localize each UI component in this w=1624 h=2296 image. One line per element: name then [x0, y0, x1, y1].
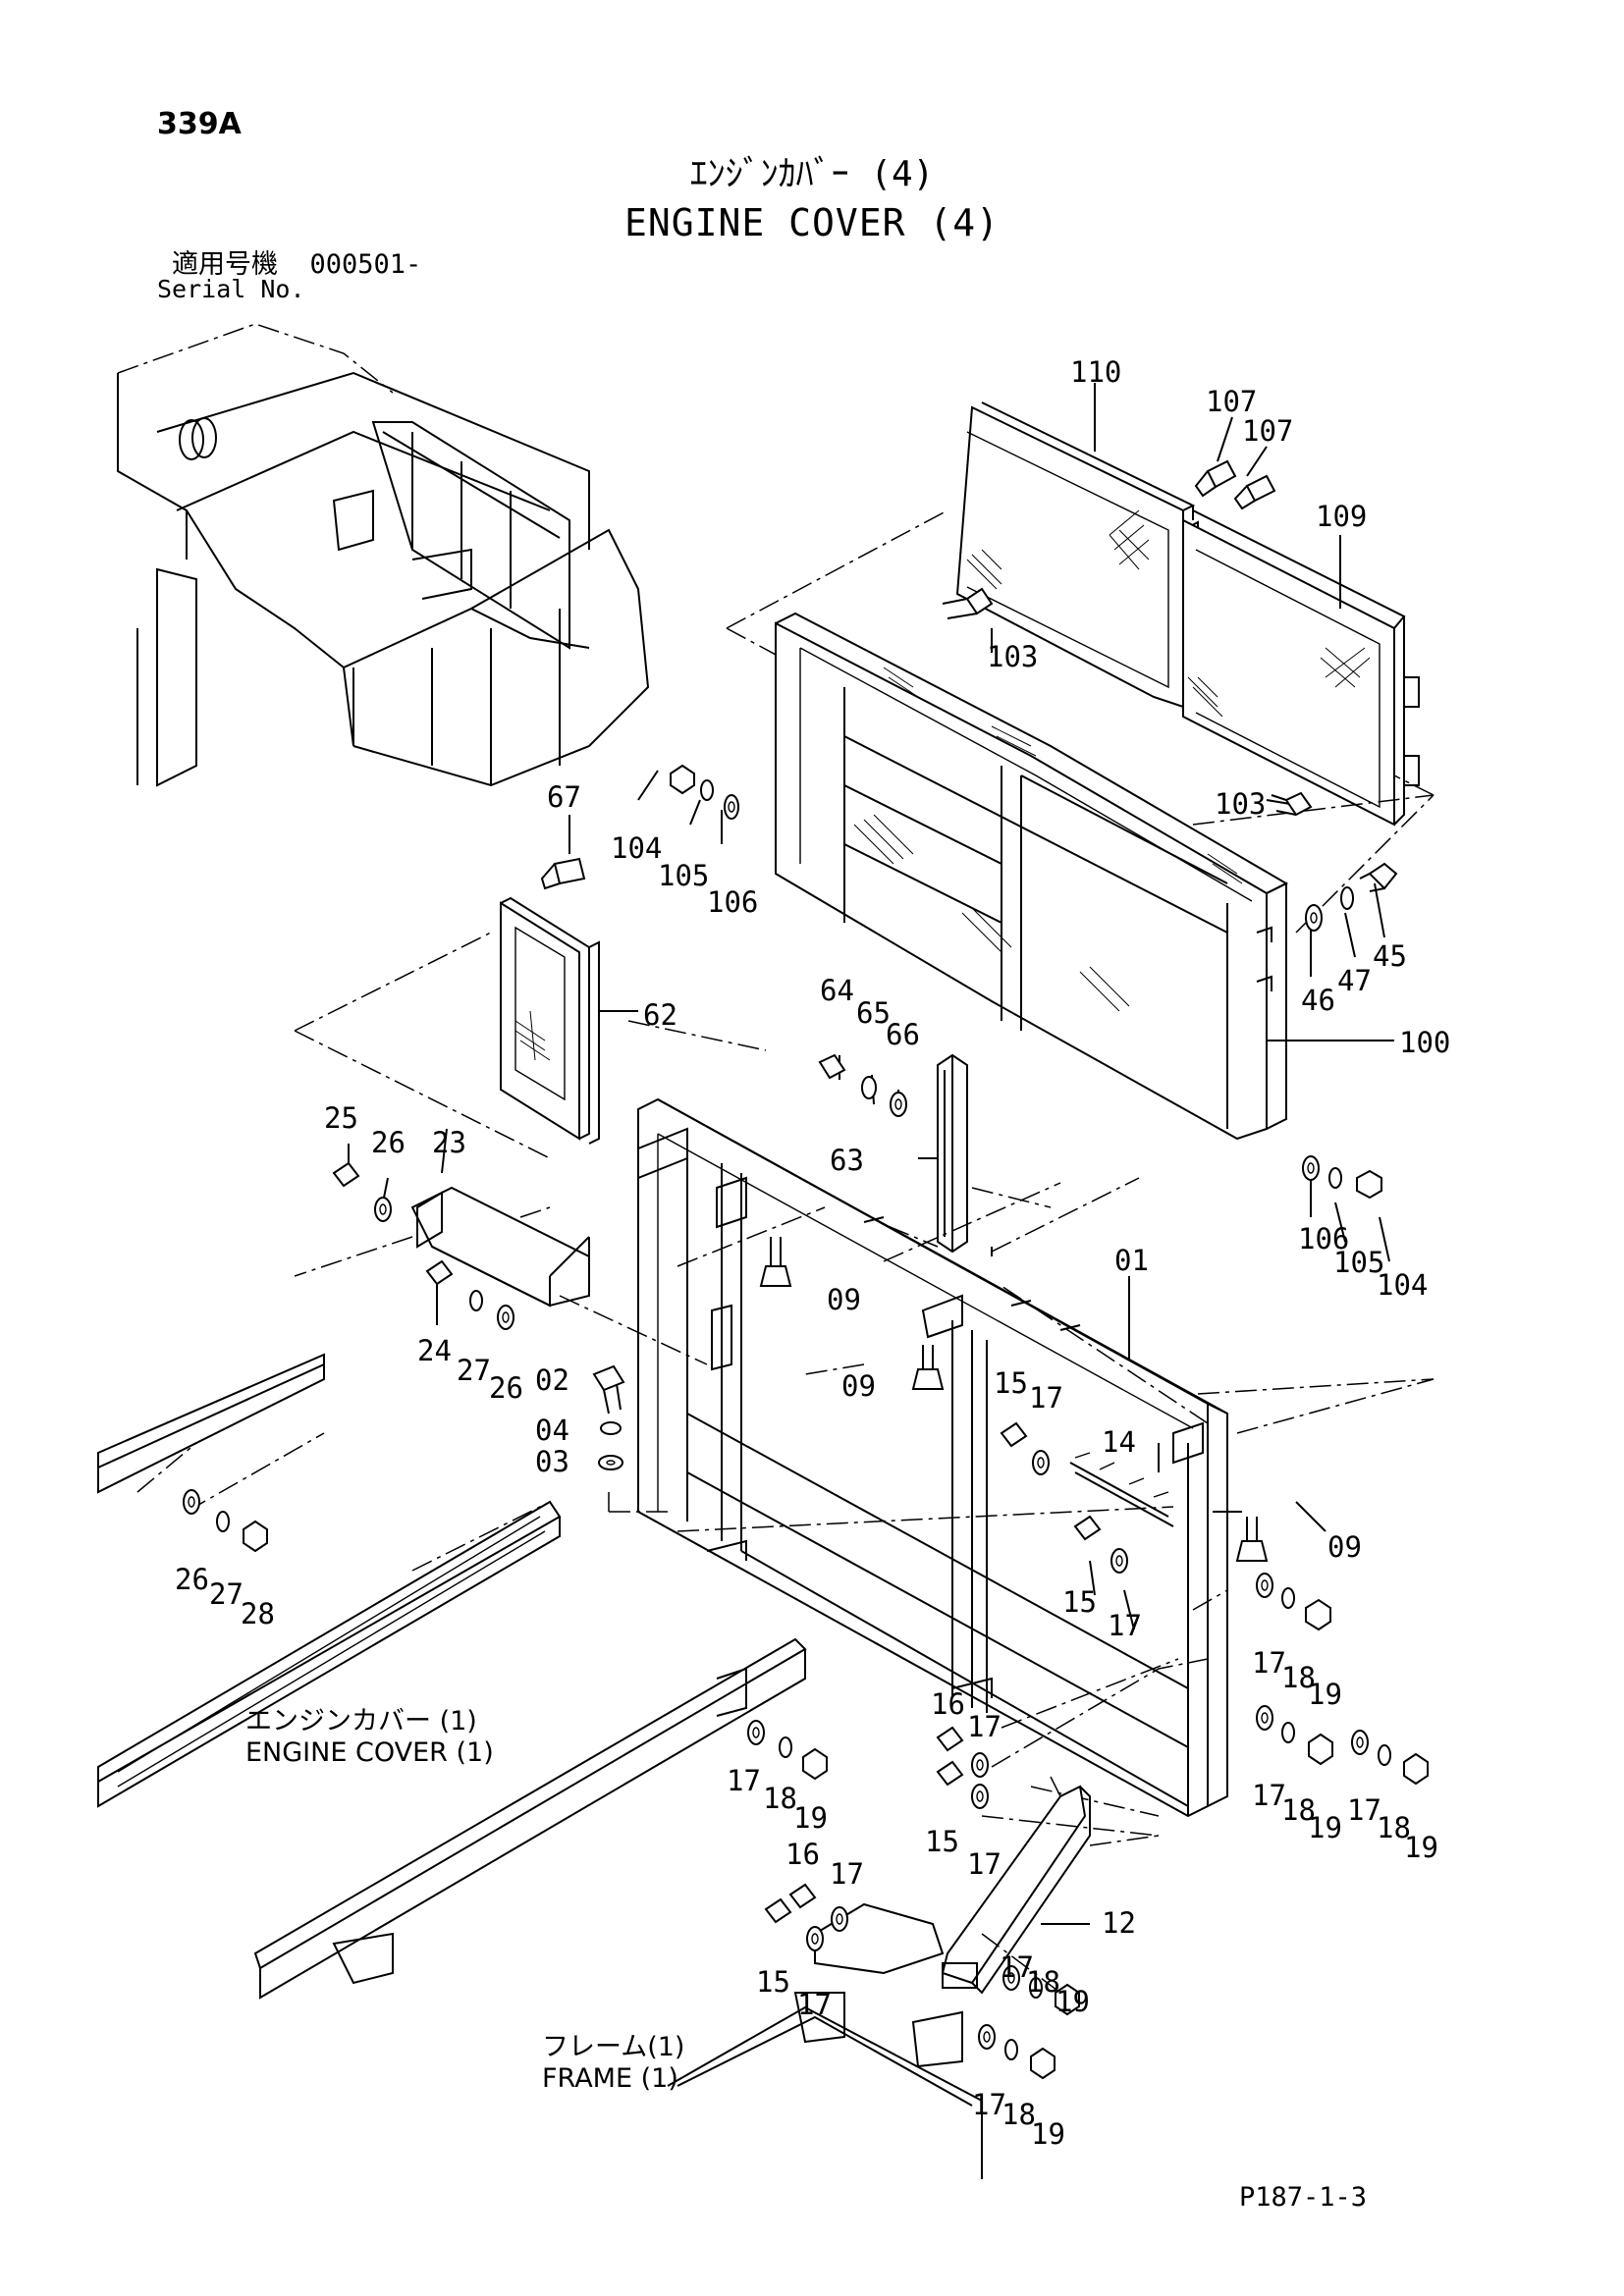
callout-17: 17 [797, 1988, 832, 2021]
callout-03: 03 [535, 1445, 569, 1478]
callout-64: 64 [820, 974, 854, 1007]
callout-104: 104 [611, 831, 663, 865]
callout-46: 46 [1301, 984, 1335, 1017]
part-109-panel [1182, 509, 1420, 827]
callout-14: 14 [1102, 1425, 1136, 1459]
callout-18: 18 [1281, 1793, 1316, 1827]
callout-09: 09 [827, 1283, 861, 1316]
callout-18: 18 [1281, 1661, 1316, 1694]
callout-45: 45 [1373, 939, 1407, 973]
part-63-bar [937, 1053, 968, 1254]
part-14-rail [1069, 1452, 1174, 1527]
callout-19: 19 [1308, 1811, 1342, 1844]
callout-17: 17 [727, 1764, 761, 1797]
callout-19: 19 [793, 1801, 828, 1835]
callout-17: 17 [967, 1847, 1001, 1881]
callout-26: 26 [489, 1371, 523, 1405]
page-title: ENGINE COVER (4) [623, 201, 1001, 244]
fasteners [183, 459, 1429, 2080]
callout-17: 17 [1252, 1779, 1286, 1812]
callout-100: 100 [1399, 1026, 1451, 1059]
machine-context-view [117, 323, 650, 787]
callout-17: 17 [1347, 1793, 1381, 1827]
callout-62: 62 [643, 998, 677, 1032]
callout-19: 19 [1031, 2117, 1065, 2151]
callout-103: 103 [987, 640, 1039, 673]
callout-02: 02 [535, 1363, 569, 1397]
callout-19: 19 [1404, 1831, 1438, 1864]
callout-26: 26 [175, 1563, 209, 1596]
frame-1-label-english: FRAME (1) [542, 2063, 678, 2095]
callout-17: 17 [1029, 1381, 1063, 1415]
callout-103: 103 [1215, 787, 1267, 821]
callout-17: 17 [1000, 1950, 1034, 1984]
callout-12: 12 [1102, 1906, 1136, 1940]
callout-110: 110 [1070, 355, 1122, 389]
callout-47: 47 [1337, 964, 1372, 997]
callout-105: 105 [1333, 1246, 1385, 1279]
callout-109: 109 [1316, 500, 1368, 533]
callout-26: 26 [371, 1126, 406, 1159]
part-12-strut [941, 1785, 1091, 1995]
callout-23: 23 [432, 1126, 466, 1159]
engine-cover-1-label: エンジンカバー (1)ENGINE COVER (1) [245, 1706, 494, 1770]
engine-cover-1-rails [97, 1353, 807, 2000]
callout-67: 67 [547, 780, 581, 814]
callout-16: 16 [785, 1838, 820, 1871]
callout-18: 18 [763, 1782, 797, 1815]
callout-28: 28 [241, 1597, 275, 1630]
callout-106: 106 [1298, 1222, 1350, 1255]
page-code: 339A [157, 107, 242, 141]
callout-15: 15 [1062, 1585, 1097, 1619]
callout-66: 66 [886, 1018, 920, 1051]
callout-18: 18 [1377, 1811, 1411, 1844]
callout-17: 17 [830, 1857, 864, 1891]
serial-row: 適用号機 000501- [172, 251, 421, 278]
callout-63: 63 [830, 1144, 864, 1177]
frame-1-label-japanese: フレーム(1) [542, 2032, 685, 2062]
callout-17: 17 [1108, 1609, 1142, 1642]
callout-106: 106 [707, 885, 759, 919]
frame-1-outline [667, 1902, 983, 2179]
callout-18: 18 [1026, 1965, 1060, 1999]
callout-15: 15 [756, 1965, 790, 1999]
callout-09: 09 [1327, 1530, 1362, 1564]
frame-1-label: フレーム(1)FRAME (1) [542, 2032, 684, 2096]
callout-105: 105 [658, 859, 710, 892]
part-110-panel [955, 401, 1199, 709]
callout-15: 15 [925, 1825, 959, 1858]
serial-label-japanese: 適用号機 [172, 249, 278, 280]
serial-value: 000501- [309, 249, 422, 280]
callout-24: 24 [417, 1334, 452, 1367]
callout-15: 15 [994, 1366, 1028, 1400]
page-reference: P187-1-3 [1239, 2182, 1368, 2213]
callout-107: 107 [1242, 414, 1294, 448]
callout-17: 17 [972, 2088, 1006, 2121]
page-title-japanese: ｴﾝｼﾞﾝｶﾊﾞｰ (4) [689, 154, 935, 194]
callout-19: 19 [1056, 1985, 1090, 2018]
callout-17: 17 [967, 1710, 1001, 1743]
part-100-frame [775, 612, 1289, 1141]
callout-17: 17 [1252, 1646, 1286, 1680]
callout-18: 18 [1001, 2098, 1036, 2131]
serial-label: Serial No. [157, 275, 305, 303]
engine-cover-1-label-japanese: エンジンカバー (1) [245, 1706, 477, 1736]
callout-01: 01 [1114, 1244, 1149, 1277]
callout-16: 16 [931, 1687, 965, 1721]
callout-25: 25 [324, 1101, 358, 1135]
callout-65: 65 [856, 996, 891, 1030]
callout-19: 19 [1308, 1678, 1342, 1711]
callout-27: 27 [457, 1354, 491, 1387]
engine-cover-1-label-english: ENGINE COVER (1) [245, 1737, 494, 1769]
callout-27: 27 [209, 1577, 244, 1611]
part-62-panel [500, 896, 600, 1145]
callout-107: 107 [1206, 385, 1258, 418]
part-23-bracket [410, 1186, 590, 1308]
callout-04: 04 [535, 1414, 569, 1447]
callout-104: 104 [1377, 1268, 1429, 1302]
callout-09: 09 [841, 1369, 876, 1403]
